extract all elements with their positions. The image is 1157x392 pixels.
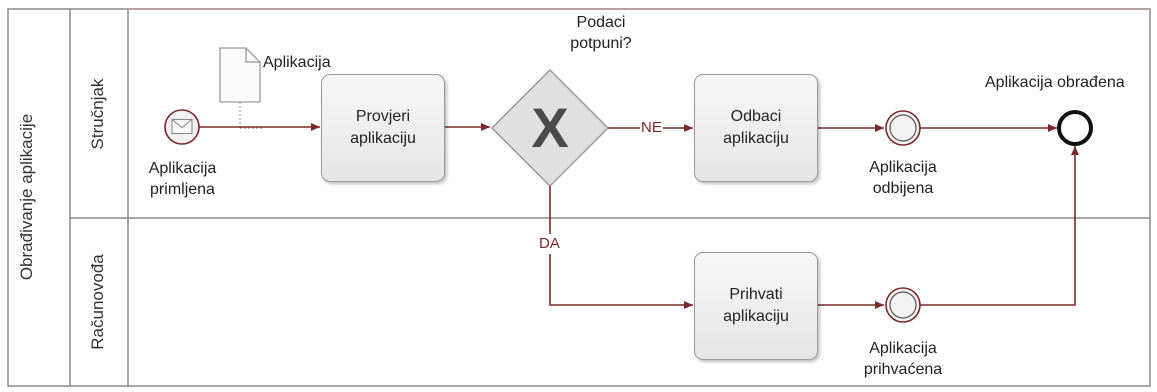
task-label: Prihvati aplikaciju [723,286,789,325]
accepted-event-label: Aplikacija prihvaćena [863,340,943,378]
task-label: Odbaci aplikaciju [723,108,789,147]
start-event-label: Aplikacija primljena [148,160,217,198]
flow-gateway-to-accept [549,186,693,309]
rejected-event-label: Aplikacija odbijena [869,159,937,197]
data-object-label: Aplikacija [263,54,331,71]
task-reject-application[interactable]: Odbaci aplikaciju [694,74,818,182]
gateway-label: Podaci potpuni? [570,14,632,52]
flow-label-no: NE [640,119,663,137]
gateway-symbol: X [531,96,569,159]
task-label: Provjeri aplikaciju [350,108,416,147]
envelope-icon [171,118,193,135]
flow-accepted-to-end [920,146,1079,306]
document-icon [219,47,261,103]
start-event [164,109,200,145]
task-accept-application[interactable]: Prihvati aplikaciju [694,252,818,360]
end-event [1057,110,1093,146]
flow-label-yes: DA [538,234,561,254]
task-check-application[interactable]: Provjeri aplikaciju [321,74,445,182]
pool-label: Obrađivanje aplikacije [17,113,36,281]
accepted-event [885,287,921,323]
end-event-label: Aplikacija obrađena [985,74,1125,91]
lane-label-racunovodja: Računovođa [88,254,107,350]
lane-label-strucnjak: Stručnjak [88,78,107,150]
rejected-event [885,110,921,146]
